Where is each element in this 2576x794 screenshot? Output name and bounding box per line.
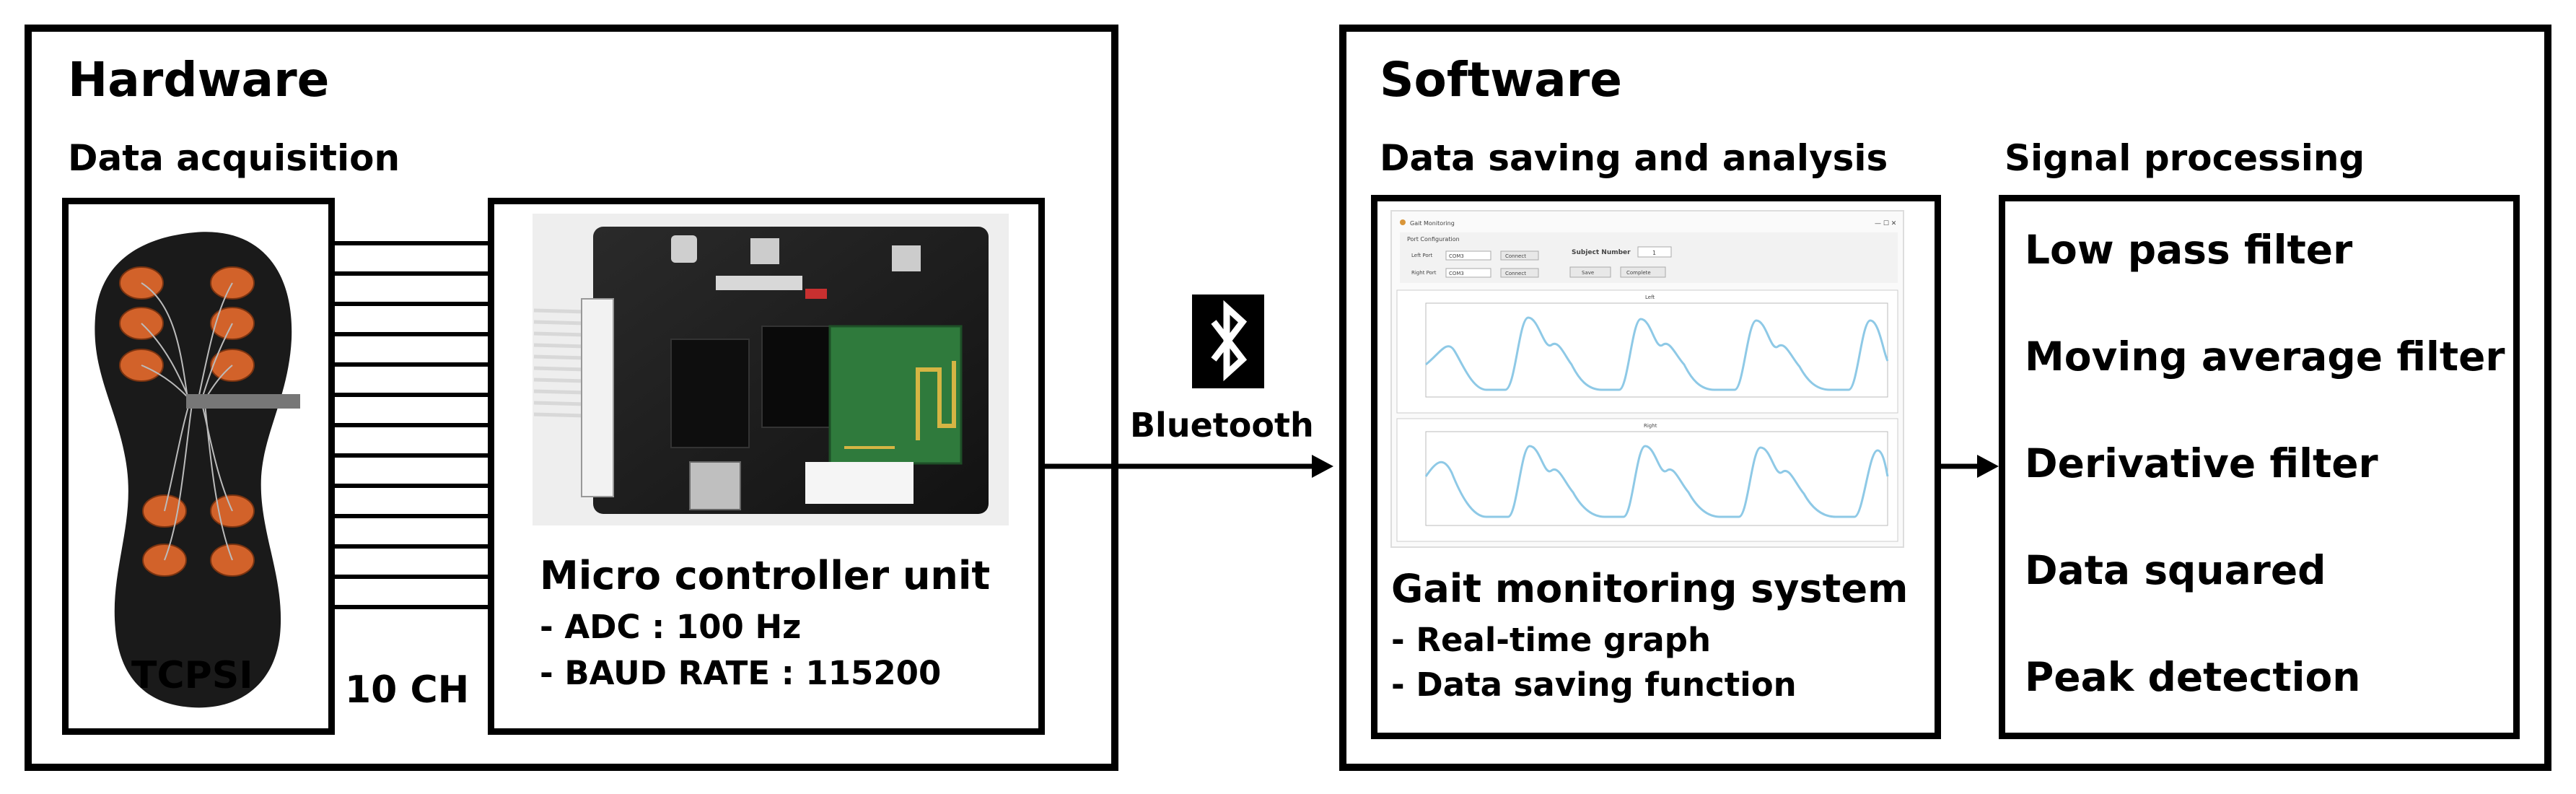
right-plot [1396,418,1898,542]
channel-wire [332,484,489,488]
left-signal-line [1425,316,1889,391]
right-signal-line [1424,445,1889,518]
right-port-label: Right Port [1411,270,1437,276]
processing-step: Moving average filter [2025,333,2505,380]
software-title: Software [1380,52,1622,108]
mcu-board-image [533,214,1009,525]
port-config-label: Port Configuration [1407,236,1460,243]
insole-label: TCPSI [131,654,253,697]
complete-label: Complete [1626,270,1651,276]
chip [670,339,750,448]
left-plot-title: Left [1645,295,1655,300]
bluetooth-arrow [1045,455,1333,478]
analysis-title: Data saving and analysis [1380,137,1888,179]
right-connect-button [1500,268,1539,278]
channel-wire [332,514,489,518]
connector-tab [186,394,300,409]
bluetooth-icon [1192,295,1264,388]
mcu-title: Micro controller unit [540,553,991,598]
signal-processing-box [1999,195,2520,739]
right-port-value: COM3 [1449,271,1464,276]
gait-system-title: Gait monitoring system [1391,566,1909,611]
processing-title: Signal processing [2005,137,2365,179]
usb-port [689,461,741,510]
gui-screenshot: Gait Monitoring — ☐ ✕ Port Configuration… [1390,210,1904,548]
processing-step: Low pass filter [2025,227,2353,273]
right-connect-label: Connect [1505,271,1526,276]
svg-text:— ☐ ✕: — ☐ ✕ [1875,220,1896,227]
save-label: Save [1582,270,1594,276]
left-plot [1396,289,1898,414]
channel-wire [332,332,489,336]
channel-wire [332,605,489,609]
mcu-spec-adc: - ADC : 100 Hz [540,608,802,646]
processing-arrow [1941,455,1999,478]
left-connect-label: Connect [1505,253,1526,259]
channels-label: 10 CH [345,668,470,712]
left-connect-button [1500,250,1539,261]
mcu-spec-baud: - BAUD RATE : 115200 [540,654,942,692]
channel-wire [332,241,489,245]
complete-button [1620,266,1666,278]
channel-wire [332,362,489,367]
svg-text:Gait Monitoring: Gait Monitoring [1410,220,1455,227]
insole-image [95,232,300,708]
channel-wire [332,544,489,549]
gait-feature-saving: - Data saving function [1391,666,1797,704]
hardware-title: Hardware [68,52,330,108]
right-plot-title: Right [1644,423,1657,429]
gait-feature-graph: - Real-time graph [1391,621,1712,659]
subject-number-label: Subject Number [1572,249,1631,256]
channel-wire [332,453,489,458]
left-port-label: Left Port [1411,253,1433,258]
channel-wire [332,575,489,579]
processing-step: Peak detection [2025,654,2361,700]
channel-wire [332,302,489,306]
left-port-value: COM3 [1449,253,1464,259]
processing-step: Data squared [2025,547,2326,593]
channel-wire [332,271,489,276]
channel-wire [332,393,489,397]
subject-number-value: 1 [1652,250,1656,256]
pin-header [581,298,614,497]
channel-wire [332,423,489,427]
save-button [1569,266,1611,278]
processing-step: Derivative filter [2025,440,2378,487]
data-acquisition-label: Data acquisition [68,137,400,179]
bluetooth-label: Bluetooth [1130,406,1314,445]
